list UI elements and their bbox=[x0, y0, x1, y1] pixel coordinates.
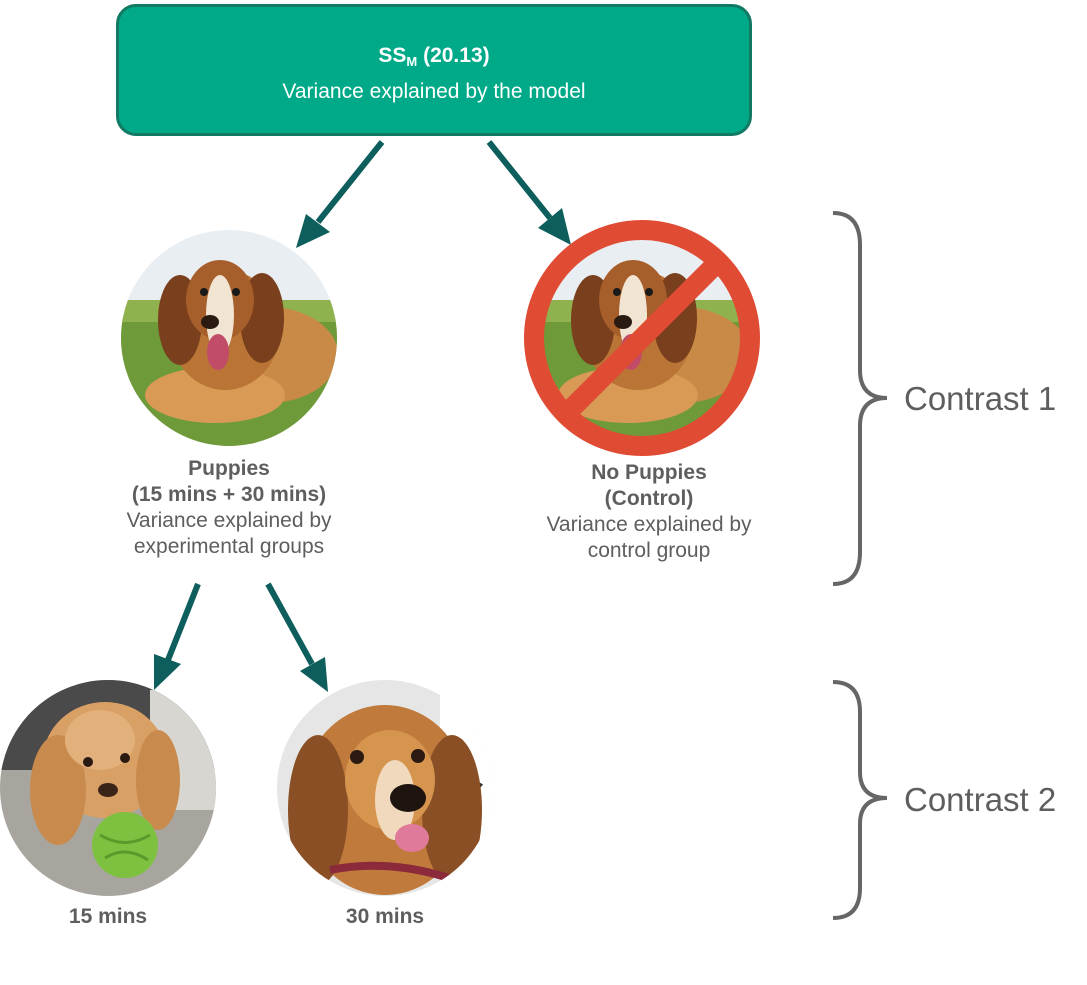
no-puppies-title: No Puppies bbox=[591, 461, 707, 484]
fifteen-mins-label: 15 mins bbox=[68, 905, 148, 928]
ss-value: (20.13) bbox=[423, 44, 490, 67]
no-puppies-desc-line2: control group bbox=[587, 539, 711, 562]
ss-subscript: M bbox=[406, 54, 418, 69]
no-entry-icon bbox=[524, 220, 760, 456]
ss-symbol: SS bbox=[378, 44, 407, 67]
puppies-label: Puppies (15 mins + 30 mins) Variance exp… bbox=[79, 456, 379, 560]
contrast-1-label: Contrast 1 bbox=[904, 380, 1057, 417]
no-puppies-control: (Control) bbox=[604, 487, 694, 510]
model-variance-box: SSM (20.13) Variance explained by the mo… bbox=[116, 4, 752, 136]
arrow-to-puppies bbox=[296, 140, 385, 248]
dog-photo-grass bbox=[121, 230, 337, 446]
dog-photo-closeup bbox=[277, 680, 493, 896]
puppies-title: Puppies bbox=[188, 457, 270, 480]
puppies-groups: (15 mins + 30 mins) bbox=[131, 483, 327, 506]
arrow-to-no-puppies bbox=[486, 140, 571, 245]
brace-contrast-2 bbox=[832, 680, 888, 920]
arrow-to-15-mins bbox=[154, 582, 201, 690]
brace-contrast-1 bbox=[832, 211, 888, 586]
no-puppies-label: No Puppies (Control) Variance explained … bbox=[494, 460, 804, 564]
model-variance-label: Variance explained by the model bbox=[282, 80, 586, 103]
puppies-desc-line2: experimental groups bbox=[133, 535, 325, 558]
contrast-2-label: Contrast 2 bbox=[904, 781, 1057, 818]
puppies-desc-line1: Variance explained by bbox=[126, 509, 332, 532]
no-puppies-desc-line1: Variance explained by bbox=[546, 513, 752, 536]
arrow-to-30-mins bbox=[265, 582, 328, 692]
dog-photo-ball bbox=[0, 680, 216, 896]
thirty-mins-label: 30 mins bbox=[345, 905, 425, 928]
model-ss-title: SSM (20.13) bbox=[119, 43, 749, 75]
